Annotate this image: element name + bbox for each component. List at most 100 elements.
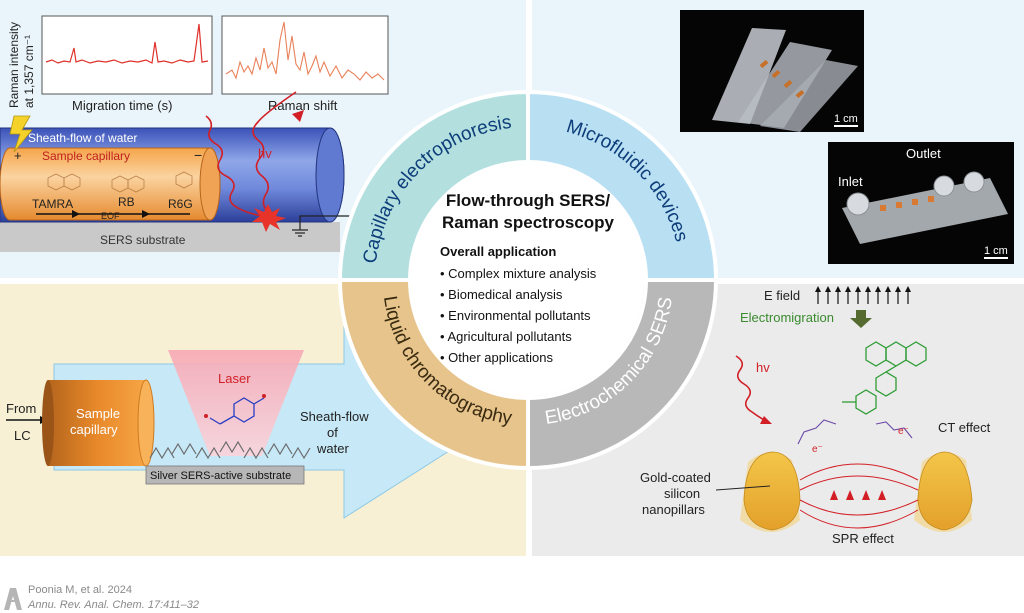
spr-hotspot-markers [830,490,886,500]
e-field-arrowhead-icon [815,286,821,292]
spr-effect-label: SPR effect [832,531,894,546]
stacked-glass-chips [712,28,858,132]
sheath-flow-label: Sheath-flow of water [28,131,137,145]
ec-hv-label: hv [756,360,770,375]
micro-panel: 1 cm Inlet Outlet 1 cm [680,10,1014,264]
molecule-sketches [47,171,193,193]
lc-sample-line1: Sample [76,406,120,421]
application-item-3: • Environmental pollutants [440,308,591,323]
e-field-arrows [815,286,911,304]
ce-panel: Raman intensity at 1,357 cm⁻¹ Migration … [0,15,389,252]
electron-left: e⁻ [812,444,823,455]
citation-line1: Poonia M, et al. 2024 [28,584,132,596]
capillary-end [199,147,221,221]
annual-reviews-logo [4,588,22,610]
silver-substrate [145,465,305,485]
sers-substrate [0,222,340,252]
from-label: From [6,401,36,416]
rb-label: RB [118,195,135,209]
e-field-arrowhead-icon [845,286,851,292]
electropherogram-plot [41,15,213,95]
e-field-arrowhead-icon [875,286,881,292]
electropherogram-trace [45,23,209,64]
r6g-label: R6G [168,197,193,211]
electromigration-label: Electromigration [740,310,834,325]
raman-trace [225,21,385,81]
analyte-molecule [204,394,266,425]
electromigration-arrow [850,310,872,328]
center-title-line2: Raman spectroscopy [442,213,614,232]
e-field-arrowhead-icon [835,286,841,292]
ring-segment-lc [337,278,530,471]
e-field-arrowhead-icon [825,286,831,292]
silver-nanostructures [149,440,311,460]
e-field-arrowhead-icon [905,286,911,292]
sheath-flow-line3: water [316,441,349,456]
raman-shift-label: Raman shift [268,98,338,113]
ring-segment-ec [526,278,719,471]
electron-right: e⁻ [898,426,909,437]
sers-hotspot-icon [252,204,286,232]
hv-label: hv [258,146,272,161]
silver-substrate-label: Silver SERS-active substrate [150,470,291,482]
sers-substrate-label: SERS substrate [100,233,186,247]
outlet-label: Outlet [906,146,941,161]
application-item-1: • Complex mixture analysis [440,266,597,281]
ct-effect-label: CT effect [938,420,991,435]
ring: Capillary electrophoresis Microfluidic d… [337,89,719,471]
lc-label: LC [14,428,31,443]
sample-capillary-label: Sample capillary [42,149,130,163]
gold-nanopillar-left [740,451,801,532]
lc-sample-capillary [48,380,146,466]
microfluidic-chip [842,171,1008,244]
ring-segment-ce [337,89,530,282]
scattered-arrowhead [292,110,304,122]
gold-pointer-line [715,485,771,491]
e-field-arrowhead-icon [895,286,901,292]
inlet-label: Inlet [838,174,863,189]
e-field-arrowhead-icon [855,286,861,292]
tamra-label: TAMRA [32,197,73,211]
lightning-icon [9,115,33,153]
spr-field-lines [799,463,919,529]
eof-arrowhead-2 [142,210,150,218]
ce-ylabel-line2: at 1,357 cm⁻¹ [22,35,36,108]
application-item-5: • Other applications [440,350,553,365]
minus-sign: − [194,147,202,163]
scale-bar-1-label: 1 cm [834,113,858,125]
e-field-arrowhead-icon [865,286,871,292]
center-title-line1: Flow-through SERS/ [446,191,611,210]
plus-sign: + [14,148,22,163]
scale-bar-2-label: 1 cm [984,245,1008,257]
overall-application-heading: Overall application [440,244,556,259]
ce-ylabel-line1: Raman intensity [7,22,21,108]
gold-line1: Gold-coated [640,470,711,485]
migration-time-label: Migration time (s) [72,98,172,113]
lc-capillary-end [137,379,155,467]
sheath-flow-line2: of [327,425,338,440]
application-item-2: • Biomedical analysis [440,287,563,302]
ring-inner [412,164,644,396]
gold-line3: nanopillars [642,502,705,517]
sheath-flow-line1: Sheath-flow [300,409,369,424]
e-field-label: E field [764,288,800,303]
application-item-4: • Agricultural pollutants [440,329,572,344]
eof-label: EOF [101,211,120,221]
lc-capillary-start [42,380,54,466]
ring-segment-micro [526,89,719,282]
scattered-light-wave [252,91,297,213]
ec-incident-light [735,355,769,423]
incident-light-wave [205,115,273,219]
citation-line2: Annu. Rev. Anal. Chem. 17:411–32 [28,599,200,611]
ec-light-arrowhead [760,416,772,424]
thiol-linkers [797,419,913,445]
laser-label: Laser [218,371,251,386]
tube-end [315,127,345,223]
eof-arrowhead-1 [72,210,80,218]
ec-panel: E field Electromigration hv e⁻ e⁻ CT eff… [640,286,991,546]
e-field-arrowhead-icon [885,286,891,292]
fluorescein-molecule [842,341,927,415]
gold-nanopillar-right [914,451,973,532]
lc-sample-line2: capillary [70,422,118,437]
